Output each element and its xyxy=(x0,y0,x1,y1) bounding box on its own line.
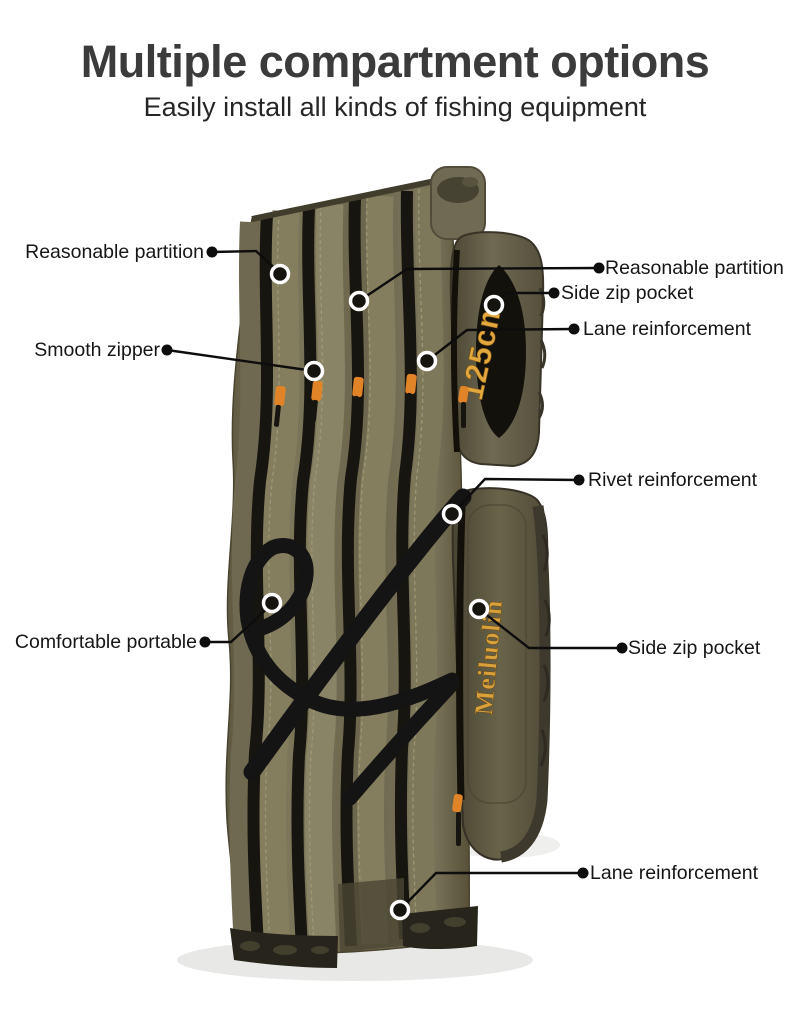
pocket-zipper xyxy=(451,249,460,453)
bag-top-end-cap xyxy=(430,166,486,240)
callout-label-rivet-reinforcement: Rivet reinforcement xyxy=(588,469,758,491)
callout-label-side-zip-pocket-bottom: Side zip pocket xyxy=(628,637,761,659)
callout-label-dots xyxy=(161,246,628,879)
body-zipper-pulls xyxy=(273,373,417,427)
bag-base xyxy=(230,878,478,968)
pocket-grip-ridges xyxy=(539,534,551,767)
zipper-pull xyxy=(458,385,469,428)
callout-label-reasonable-partition-right: Reasonable partition xyxy=(605,257,784,279)
callout-target-markers xyxy=(261,263,505,921)
callout-label-smooth-zipper: Smooth zipper xyxy=(34,339,160,361)
callout-label-lane-reinforcement-top: Lane reinforcement xyxy=(583,318,752,340)
callout-label-comfortable-portable: Comfortable portable xyxy=(14,631,197,653)
side-pocket-bottom: Meiluolin xyxy=(451,487,551,863)
zipper-pull xyxy=(452,793,463,846)
page-subtitle: Easily install all kinds of fishing equi… xyxy=(143,92,647,122)
pocket-zipper xyxy=(456,504,466,801)
callout-label-side-zip-pocket-top: Side zip pocket xyxy=(561,282,694,304)
pocket-grip-ridges xyxy=(537,287,547,419)
callout-label-reasonable-partition-left: Reasonable partition xyxy=(25,241,204,263)
callout-lines xyxy=(166,249,622,911)
callout-label-lane-reinforcement-bottom: Lane reinforcement xyxy=(590,862,759,884)
page-title: Multiple compartment options xyxy=(80,36,710,87)
